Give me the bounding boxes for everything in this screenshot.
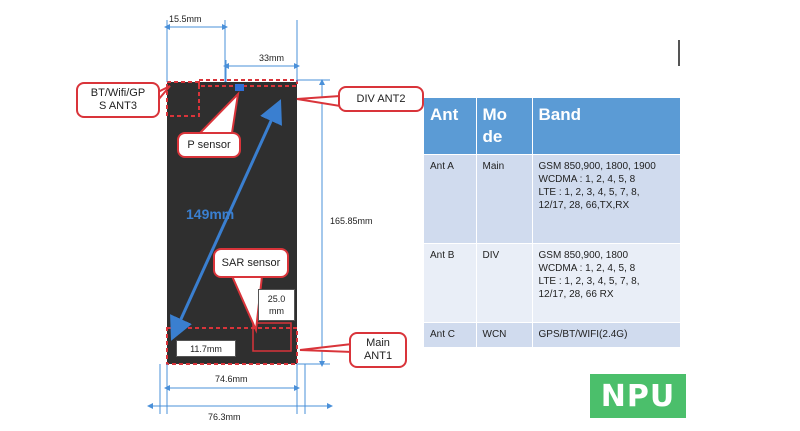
p-sensor-callout: P sensor [177, 132, 241, 158]
band-line: LTE : 1, 2, 3, 4, 5, 7, 8, [538, 187, 640, 198]
band-line: LTE : 1, 2, 3, 4, 5, 7, 8, [538, 276, 640, 287]
sar-sensor-callout: SAR sensor [213, 248, 289, 278]
ant1-callout: Main ANT1 [349, 332, 407, 368]
cell-mode: DIV [476, 243, 533, 323]
header-band: Band [532, 98, 681, 155]
table-row: Ant B DIV GSM 850,900, 1800 WCDMA : 1, 2… [424, 243, 681, 323]
band-line: GPS/BT/WIFI(2.4G) [538, 329, 628, 340]
header-mode: Mo de [476, 98, 533, 155]
cell-ant: Ant C [424, 322, 477, 347]
table-row: Ant A Main GSM 850,900, 1800, 1900 WCDMA… [424, 154, 681, 244]
p-sensor-marker [235, 84, 244, 91]
band-line: WCDMA : 1, 2, 4, 5, 8 [538, 263, 636, 274]
cell-mode: WCN [476, 322, 533, 347]
band-line: GSM 850,900, 1800, 1900 [538, 161, 656, 172]
band-line: GSM 850,900, 1800 [538, 250, 629, 261]
sar-offset-y-box: 25.0 mm [258, 289, 295, 321]
ant3-zone [166, 81, 200, 117]
cell-ant: Ant A [424, 154, 477, 244]
ant2-callout: DIV ANT2 [338, 86, 424, 112]
dim-33mm-label: 33mm [259, 53, 285, 63]
cell-ant: Ant B [424, 243, 477, 323]
header-ant: Ant [424, 98, 477, 155]
ant3-callout: BT/Wifi/GP S ANT3 [76, 82, 160, 118]
band-line: WCDMA : 1, 2, 4, 5, 8 [538, 174, 636, 185]
npu-logo: NPU [590, 374, 686, 418]
ant1-pointer [299, 342, 353, 354]
sar-offset-x-box: 11.7mm [176, 340, 236, 357]
cell-band: GPS/BT/WIFI(2.4G) [532, 322, 681, 347]
cell-band: GSM 850,900, 1800 WCDMA : 1, 2, 4, 5, 8 … [532, 243, 681, 323]
divider-line [678, 40, 680, 66]
ant2-pointer [296, 94, 341, 108]
top-antenna-strip [198, 79, 298, 87]
dim-74-6mm-label: 74.6mm [215, 374, 248, 384]
table-row: Ant C WCN GPS/BT/WIFI(2.4G) [424, 322, 681, 347]
table-header-row: Ant Mo de Band [424, 98, 681, 155]
diagonal-label: 149mm [186, 206, 235, 222]
cell-band: GSM 850,900, 1800, 1900 WCDMA : 1, 2, 4,… [532, 154, 681, 244]
cell-mode: Main [476, 154, 533, 244]
dim-76-3mm-label: 76.3mm [208, 412, 241, 422]
diagonal-arrow [170, 99, 282, 341]
band-line: 12/17, 28, 66 RX [538, 289, 614, 300]
band-line: 12/17, 28, 66,TX,RX [538, 200, 630, 211]
dim-height-label: 165.85mm [330, 216, 373, 226]
antenna-band-table: Ant Mo de Band Ant A Main GSM 850,900, 1… [424, 98, 681, 347]
dim-15-5mm-label: 15.5mm [169, 14, 202, 24]
